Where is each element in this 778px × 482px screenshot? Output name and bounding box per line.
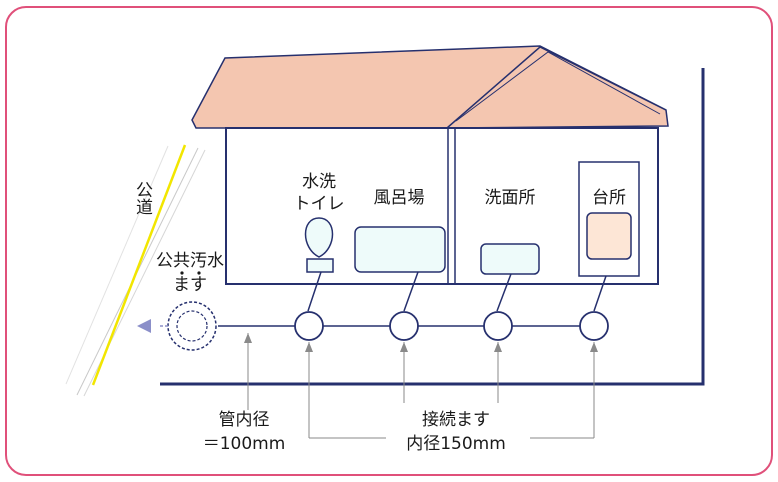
connection-basin-2 [389, 311, 419, 341]
connection-basin-label-line2: 内径150mm [406, 434, 506, 454]
kitchen-label: 台所 [592, 188, 626, 208]
bathtub-fixture [354, 226, 446, 273]
outflow-arrow [137, 319, 151, 333]
washroom-label: 洗面所 [485, 188, 536, 208]
leader-lines [247, 333, 595, 439]
emphasis-dot-2 [197, 271, 201, 275]
public-road [65, 144, 206, 397]
leader-arrowheads [244, 333, 598, 352]
road-label: 公道 [132, 181, 153, 215]
public-sewer-basin [167, 301, 217, 351]
connection-basin-1 [294, 311, 324, 341]
house-roof [191, 45, 669, 129]
toilet-label-line2: トイレ [294, 194, 345, 214]
bath-label: 風呂場 [374, 188, 425, 208]
public-basin-label-line1: 公共汚水 [156, 251, 224, 271]
drain-branches [307, 271, 607, 312]
pipe-diameter-label-line1: 管内径 [219, 410, 270, 430]
toilet-fixture [304, 217, 334, 273]
connection-basin-4 [579, 311, 609, 341]
washbasin-fixture [480, 243, 540, 275]
public-basin-label-line2: ます [173, 275, 207, 295]
ground-line [160, 68, 705, 386]
connection-basin-label-line1: 接続ます [422, 410, 490, 430]
toilet-label-line1: 水洗 [302, 172, 336, 192]
emphasis-dot-1 [180, 271, 184, 275]
connection-basin-3 [483, 311, 513, 341]
connection-basins [294, 311, 609, 341]
pipe-diameter-label-line2: ＝100mm [203, 434, 286, 454]
kitchen-fixture [578, 161, 640, 277]
